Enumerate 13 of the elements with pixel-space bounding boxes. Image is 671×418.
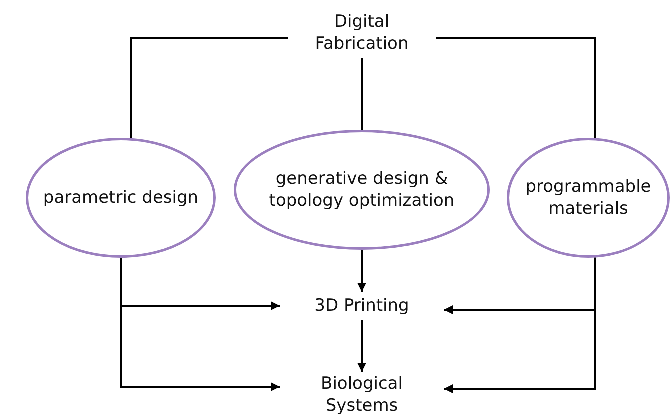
arrow	[444, 258, 596, 394]
ellipse-label: generative design & topology optimization	[268, 168, 456, 212]
connector-line	[361, 58, 363, 130]
connector-line	[130, 37, 288, 138]
arrow	[358, 250, 366, 292]
arrow	[358, 320, 366, 372]
arrow	[120, 258, 280, 392]
connector-line	[436, 37, 596, 138]
node-label: Biological Systems	[320, 373, 404, 417]
node-label: Digital Fabrication	[314, 11, 410, 55]
node-label: 3D Printing	[314, 295, 410, 317]
ellipse-label: parametric design	[43, 187, 199, 209]
ellipse-label: programmable materials	[524, 176, 652, 220]
